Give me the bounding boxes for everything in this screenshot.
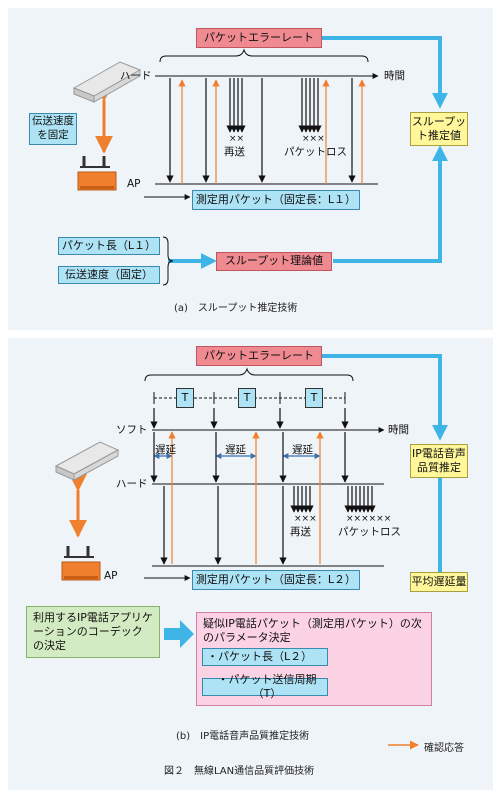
panel-a-retransmit-label: 再送	[224, 146, 245, 158]
panel-a-packet-loss-label: パケットロス	[284, 146, 347, 158]
panel-b-voice-quality-text: IP電話音声品質推定	[412, 446, 466, 474]
panel-b-period-t-3: T	[305, 388, 323, 408]
panel-b-packet-error-rate-box: パケットエラーレート	[196, 346, 322, 366]
panel-a-tx-speed-box: 伝送速度（固定）	[58, 266, 160, 284]
panel-a-ap-label: AP	[127, 178, 141, 190]
figure-caption: 図２ 無線LAN通信品質評価技術	[164, 766, 315, 777]
panel-b-caption: (b) IP電話音声品質推定技術	[176, 731, 310, 742]
panel-a-throughput-estimate-text: スループット推定値	[411, 114, 467, 142]
panel-b-measure-packet-box: 測定用パケット（固定長：L２）	[192, 570, 360, 590]
panel-b-delay-label-2: 遅延	[225, 444, 246, 456]
panel-b-packet-arrows	[150, 408, 376, 565]
panel-b-param-period-box: ・パケット送信周期（T）	[202, 673, 328, 700]
panel-b-ap-icon	[61, 546, 101, 581]
panel-a-time-label: 時間	[384, 70, 405, 82]
panel-b-ap-label: AP	[104, 570, 118, 582]
panel-b-delay-label-3: 遅延	[292, 444, 313, 456]
panel-a-fix-speed-text: 伝送速度を固定	[32, 115, 74, 141]
panel-b-delay-label-1: 遅延	[155, 444, 176, 456]
panel-b-loss-marks: ××××××	[346, 514, 392, 524]
panel-b-param-decision-text: 疑似IP電話パケット（測定用パケット）の次のパラメータ決定	[203, 617, 422, 645]
panel-b-codec-decision-text: 利用するIP電話アプリケーションのコーデックの決定	[33, 610, 153, 653]
panel-a-throughput-estimate-box: スループット推定値	[410, 112, 468, 146]
panel-b-retransmit-label: 再送	[290, 526, 311, 538]
panel-a-brace	[159, 48, 369, 63]
panel-b-brace	[144, 367, 354, 382]
panel-a-per-to-estimate-arrow	[322, 36, 448, 109]
panel-b-hard-label: ハード	[116, 478, 148, 490]
panel-b-codec-arrow	[164, 620, 194, 648]
panel-a-fix-speed-box: 伝送速度を固定	[29, 113, 77, 145]
panel-a-packet-error-rate-box: パケットエラーレート	[196, 28, 322, 48]
legend-ack-label: 確認応答	[424, 743, 464, 754]
panel-a-hard-device-icon	[72, 61, 142, 103]
panel-a-retransmit-marks: ××	[229, 134, 245, 144]
panel-b-codec-decision-box: 利用するIP電話アプリケーションのコーデックの決定	[26, 606, 160, 658]
panel-b-voice-quality-box: IP電話音声品質推定	[410, 444, 468, 478]
panel-a-packet-length-box: パケット長（L１）	[58, 237, 160, 255]
panel-b-avg-delay-box: 平均遅延量	[410, 572, 468, 592]
panel-b-packet-loss-label: パケットロス	[338, 526, 401, 538]
panel-a-param-brace	[162, 236, 174, 286]
panel-a-packet-arrows	[166, 78, 366, 184]
panel-a-throughput-theory-box: スループット理論値	[216, 252, 332, 271]
panel-b-retransmit-marks: ×××	[294, 514, 317, 524]
panel-a-loss-marks: ×××	[302, 134, 325, 144]
panel-a-hard-label: ハード	[120, 70, 152, 82]
panel-b-per-to-quality-arrow	[322, 354, 448, 441]
panel-a-ap-icon	[77, 156, 117, 191]
panel-b-period-t-1: T	[176, 388, 194, 408]
panel-b-param-length-box: ・パケット長（L２）	[202, 648, 328, 666]
panel-a-measure-packet-box: 測定用パケット（固定長：L１）	[192, 190, 360, 210]
panel-b-period-t-2: T	[238, 388, 256, 408]
panel-a-caption: (a) スループット推定技術	[174, 303, 298, 314]
panel-b-hard-device-icon	[54, 441, 120, 481]
panel-b-soft-label: ソフト	[116, 424, 148, 436]
panel-a-theory-to-estimate-arrow	[333, 145, 448, 263]
panel-b-time-label: 時間	[388, 424, 409, 436]
